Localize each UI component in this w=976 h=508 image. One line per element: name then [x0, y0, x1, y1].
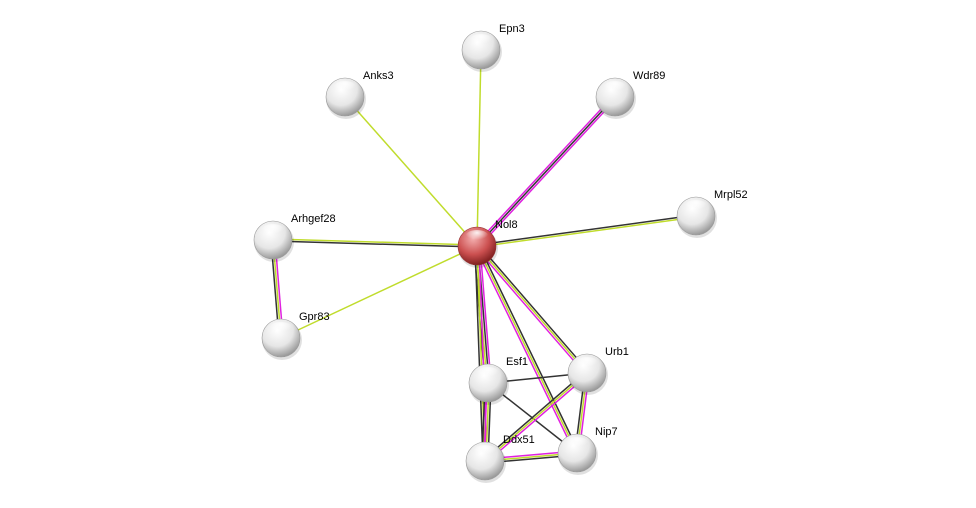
edge-channel-textmining	[344, 96, 478, 247]
node-esf1[interactable]: Esf1	[468, 356, 528, 405]
node-label: Epn3	[499, 23, 525, 35]
node-nip7[interactable]: Nip7	[557, 426, 618, 475]
node-nol8[interactable]: Nol8	[457, 219, 518, 268]
node-label: Ddx51	[503, 434, 535, 446]
edge-channel-coexpression	[476, 214, 696, 246]
node-highlight	[684, 200, 708, 214]
node-label: Anks3	[363, 70, 394, 82]
node-anks3[interactable]: Anks3	[325, 70, 394, 119]
node-label: Arhgef28	[291, 213, 336, 225]
node-highlight	[469, 34, 493, 48]
edge-channel-textmining	[477, 216, 697, 248]
edge-channel-experiments	[474, 95, 615, 246]
edge-channel-coexpression	[476, 96, 616, 247]
node-highlight	[565, 437, 589, 451]
node-highlight	[269, 322, 293, 336]
edge-urb1-ddx51[interactable]	[483, 370, 589, 464]
edge-channel-experiments	[477, 97, 618, 248]
edge-nol8-anks3[interactable]	[344, 96, 478, 247]
node-label: Nip7	[595, 426, 618, 438]
edge-channel-experiments	[479, 245, 492, 383]
edge-channel-textmining	[476, 49, 482, 247]
node-urb1[interactable]: Urb1	[567, 346, 629, 395]
node-arhgef28[interactable]: Arhgef28	[253, 213, 336, 262]
edge-nol8-epn3[interactable]	[476, 49, 482, 247]
edge-channel-experiments	[474, 246, 587, 375]
node-label: Wdr89	[633, 70, 665, 82]
edge-channel-coexpression	[483, 370, 587, 461]
edge-channel-experiments	[485, 373, 589, 464]
node-label: Nol8	[495, 219, 518, 231]
edge-channel-textmining	[280, 245, 478, 339]
edge-channel-textmining	[484, 372, 588, 462]
edge-nol8-urb1[interactable]	[474, 244, 590, 375]
edge-channel-textmining	[476, 245, 578, 454]
edge-nol8-nip7[interactable]	[474, 244, 580, 455]
node-label: Esf1	[506, 356, 528, 368]
node-label: Mrpl52	[714, 189, 748, 201]
edge-channel-coexpression	[272, 240, 477, 248]
edge-nol8-gpr83[interactable]	[280, 245, 478, 339]
edge-channel-coexpression	[477, 244, 590, 373]
node-highlight	[465, 230, 489, 244]
node-highlight	[473, 445, 497, 459]
node-gpr83[interactable]: Gpr83	[261, 311, 330, 360]
node-label: Urb1	[605, 346, 629, 358]
edge-channel-textmining	[476, 245, 588, 374]
node-highlight	[333, 81, 357, 95]
node-mrpl52[interactable]: Mrpl52	[676, 189, 748, 238]
edge-channel-coexpression	[478, 244, 580, 453]
node-highlight	[603, 81, 627, 95]
edge-channel-coexpression	[474, 246, 484, 462]
node-wdr89[interactable]: Wdr89	[595, 70, 665, 119]
edge-nol8-mrpl52[interactable]	[476, 214, 697, 248]
node-label: Gpr83	[299, 311, 330, 323]
node-highlight	[261, 224, 285, 238]
node-epn3[interactable]: Epn3	[461, 23, 525, 72]
node-ddx51[interactable]: Ddx51	[465, 434, 535, 483]
edge-channel-textmining	[273, 238, 478, 246]
edge-nol8-arhgef28[interactable]	[272, 238, 478, 248]
edge-nol8-wdr89[interactable]	[474, 95, 618, 248]
node-highlight	[476, 367, 500, 381]
edge-channel-experiments	[474, 246, 576, 455]
node-highlight	[575, 357, 599, 371]
